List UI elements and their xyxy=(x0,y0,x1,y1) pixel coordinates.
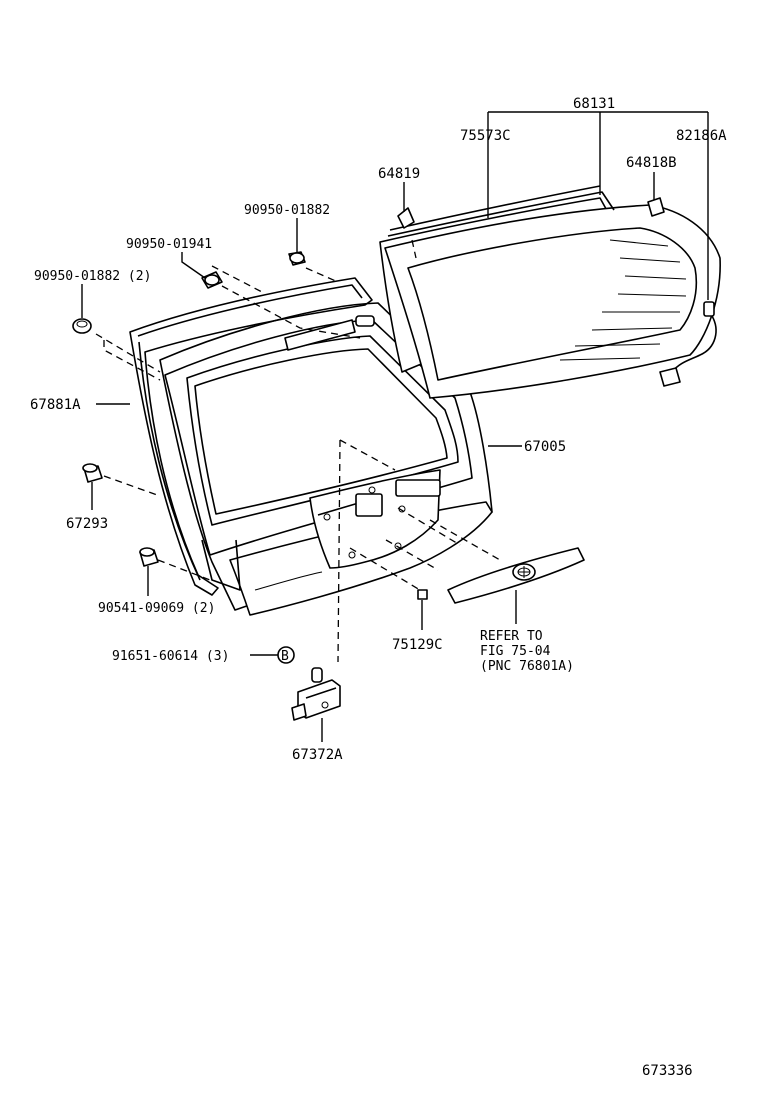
weatherstrip-67881a xyxy=(129,277,373,596)
label-refer-line3: (PNC 76801A) xyxy=(480,659,574,674)
label-67881a: 67881A xyxy=(30,397,81,413)
figure-number: 673336 xyxy=(642,1063,693,1079)
label-90950-01882-2: 90950-01882 (2) xyxy=(34,269,151,284)
label-67005: 67005 xyxy=(524,439,566,455)
label-75129c: 75129C xyxy=(392,637,443,653)
label-82186a: 82186A xyxy=(676,128,727,144)
label-75573c: 75573C xyxy=(460,128,511,144)
label-67293: 67293 xyxy=(66,516,108,532)
label-64818b: 64818B xyxy=(626,155,677,171)
back-door-panel xyxy=(159,302,493,616)
glass-moulding xyxy=(387,191,615,237)
back-door-garnish xyxy=(447,547,585,604)
label-90950-01941: 90950-01941 xyxy=(126,237,212,252)
label-refer-line2: FIG 75-04 xyxy=(480,644,551,659)
pad-75129c xyxy=(417,589,428,600)
label-68131: 68131 xyxy=(573,96,615,112)
back-door-glass xyxy=(379,197,721,399)
stop-lamp-bracket xyxy=(284,315,375,351)
lock-assembly-67372a xyxy=(291,667,341,721)
clip-90950-01941 xyxy=(201,271,223,289)
leader-68131 xyxy=(487,111,709,300)
label-refer-line1: REFER TO xyxy=(480,629,543,644)
wire-82186a xyxy=(659,301,717,387)
label-91651-60614: 91651-60614 (3) xyxy=(112,649,229,664)
label-64819: 64819 xyxy=(378,166,420,182)
dashed-guides xyxy=(95,239,501,663)
leader-90950-01941 xyxy=(181,252,206,279)
grommet-90950-01882-2 xyxy=(72,318,92,334)
glass-moulding-inner xyxy=(389,185,601,231)
bolt-marker-letter: B xyxy=(281,649,289,664)
label-90950-01882-top: 90950-01882 xyxy=(244,203,330,218)
grommet-90950-01882-top xyxy=(288,251,306,266)
cushion-67293 xyxy=(82,463,103,483)
label-67372a: 67372A xyxy=(292,747,343,763)
cushion-90541-09069 xyxy=(139,547,159,567)
label-90541-09069: 90541-09069 (2) xyxy=(98,601,215,616)
bolt-marker: B xyxy=(277,646,295,664)
spacer-64818b xyxy=(647,197,665,217)
